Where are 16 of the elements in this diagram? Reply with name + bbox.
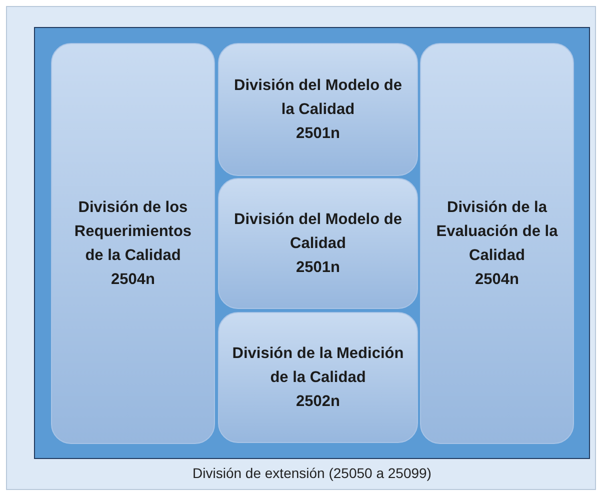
division-name: División de la Evaluación de la Calidad — [435, 198, 559, 266]
division-box — [218, 178, 418, 309]
division-name: División del Modelo de la Calidad — [233, 76, 403, 120]
standard-number: 2504n — [110, 270, 156, 290]
division-name: División de los Requerimientos de la Calidad — [73, 198, 193, 266]
division-box — [218, 312, 418, 443]
division-box — [51, 43, 215, 444]
panel-caption: División de extensión (25050 a 25099) — [192, 465, 432, 481]
standard-number: 2501n — [295, 124, 341, 144]
standard-number: 2504n — [474, 270, 520, 290]
division-name: División del Modelo de Calidad — [233, 210, 403, 254]
standard-number: 2502n — [295, 392, 341, 412]
division-name: División de la Medición de la Calidad — [231, 344, 405, 388]
division-box — [420, 43, 574, 444]
standard-number: 2501n — [295, 258, 341, 278]
division-box — [218, 43, 418, 176]
